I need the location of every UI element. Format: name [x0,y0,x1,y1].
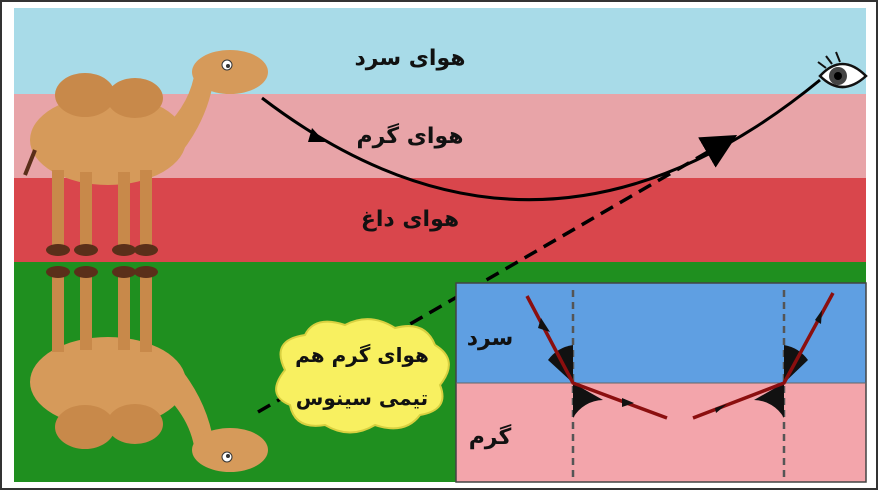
inset-cold-label: سرد [467,326,514,351]
ray-arrow-icon [538,318,550,332]
cloud-text-line2: تیمی سینوس [296,386,428,410]
warm-air-label: هوای گرم [356,122,463,149]
ray-arrow-icon [815,310,822,324]
ray-arrow-icon [308,128,325,142]
angle-mark [573,383,603,418]
cloud-text-line1: هوای گرم هم [295,343,429,367]
camel-icon [23,50,268,256]
inset-cold-region [456,283,866,383]
ray-arrow-icon [622,398,634,407]
eye-icon [817,51,868,89]
angle-mark [754,383,784,418]
curved-light-ray [261,78,821,202]
ray-arrow-icon [715,404,727,413]
refraction-inset: سرد گرم [455,282,867,483]
hot-air-label: هوای داغ [361,207,459,232]
inset-warm-label: گرم [469,423,512,450]
cold-air-label: هوای سرد [354,46,465,71]
camel-reflection-icon [30,266,268,472]
cloud-icon [275,318,450,434]
cold-air-layer [14,8,866,94]
inset-warm-region [456,383,866,482]
